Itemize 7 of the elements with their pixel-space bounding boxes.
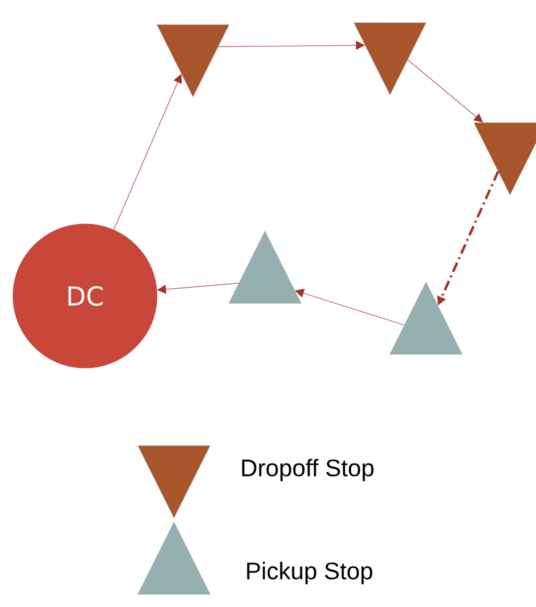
legend-label: Dropoff Stop <box>242 458 374 482</box>
legend-label: Pickup Stop <box>247 562 372 584</box>
dropoff-triangle <box>474 122 536 195</box>
pickup-triangle <box>390 282 462 354</box>
dropoff-triangle <box>354 22 426 95</box>
pickup-triangle <box>228 231 302 304</box>
dropoff-triangle <box>156 24 230 97</box>
